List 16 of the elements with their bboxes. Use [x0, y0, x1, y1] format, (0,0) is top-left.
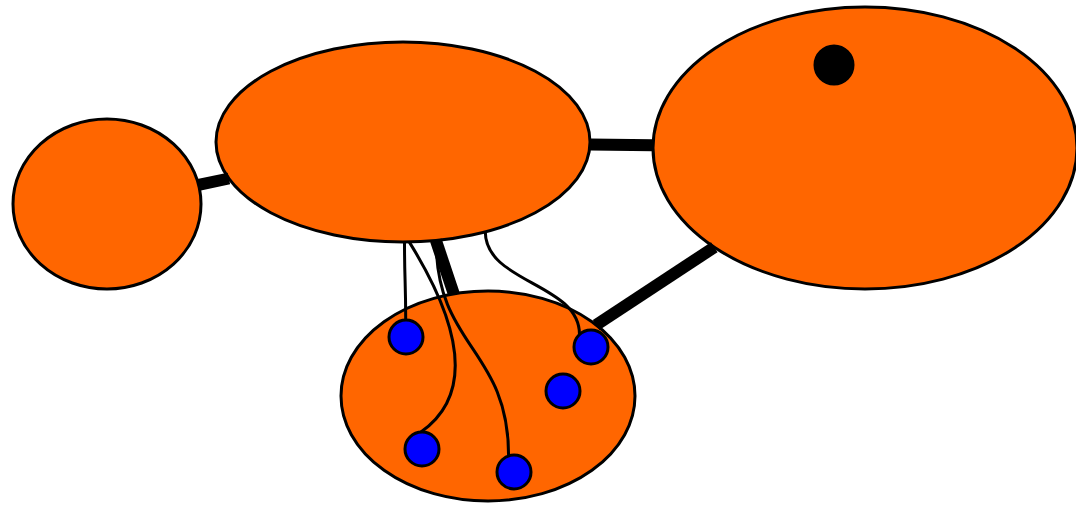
oval-node: [11, 117, 203, 291]
thick-connector: [430, 238, 460, 296]
thick-connector: [589, 138, 654, 152]
circle-node: [403, 430, 441, 468]
circle-node: [572, 328, 610, 366]
thick-connector: [592, 242, 718, 330]
circle-node: [544, 372, 582, 410]
circle-node: [387, 318, 425, 356]
thin-connector: [407, 241, 457, 434]
thin-connector: [403, 242, 408, 320]
oval-node: [339, 289, 637, 503]
oval-node: [214, 40, 592, 244]
circle-node: [495, 453, 533, 491]
thick-connector: [197, 172, 231, 191]
thin-connector: [483, 231, 581, 335]
dot: [813, 44, 855, 86]
